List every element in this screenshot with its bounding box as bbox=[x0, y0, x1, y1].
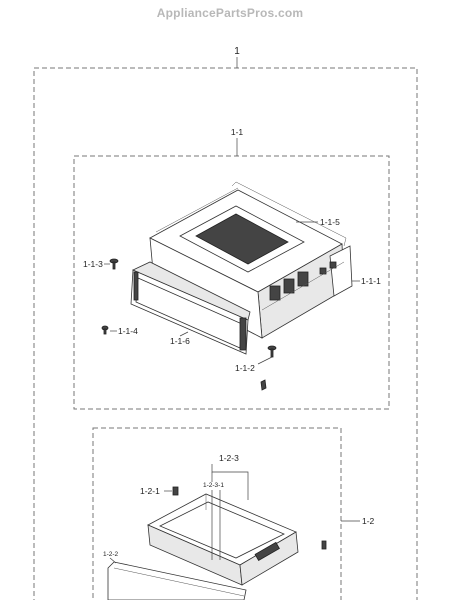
callout-1-2: 1-2 bbox=[362, 516, 375, 526]
bracket-hole-2 bbox=[329, 261, 337, 269]
callout-1-1-5: 1-1-5 bbox=[320, 217, 340, 227]
tray-right-wall bbox=[239, 531, 299, 586]
leader-1-2-2 bbox=[109, 557, 117, 564]
housing-top-opening bbox=[195, 213, 289, 265]
leveler-foot-1-1-2 bbox=[267, 345, 277, 358]
drawer-front-top bbox=[107, 561, 247, 600]
bracket-hole-1 bbox=[319, 267, 327, 275]
vent-1 bbox=[269, 285, 281, 301]
clip-1-2-1 bbox=[172, 486, 179, 496]
tray-inner bbox=[159, 501, 285, 559]
callout-1-2-3: 1-2-3 bbox=[219, 453, 239, 463]
side-screw bbox=[321, 540, 327, 550]
callout-1-2-1: 1-2-1 bbox=[140, 486, 160, 496]
housing-rear-rail bbox=[231, 181, 347, 247]
drawer-front-edge bbox=[113, 567, 245, 597]
drawer-housing bbox=[149, 181, 353, 339]
vent-2 bbox=[283, 278, 295, 294]
leader-1-1-6 bbox=[179, 331, 189, 337]
drawer-front-panel bbox=[107, 561, 247, 600]
callout-1-2-2: 1-2-2 bbox=[103, 551, 119, 558]
leader-1-2-3 bbox=[211, 464, 249, 500]
callout-1-1-2: 1-1-2 bbox=[235, 363, 255, 373]
front-panel-left-clip bbox=[133, 271, 139, 301]
leader-1-1-2 bbox=[257, 356, 273, 365]
callout-1-1-6: 1-1-6 bbox=[170, 336, 190, 346]
tray-handle-slot bbox=[254, 541, 280, 562]
callout-1-1-1: 1-1-1 bbox=[361, 276, 381, 286]
housing-seam bbox=[261, 261, 345, 311]
callout-1-1: 1-1 bbox=[231, 127, 244, 137]
callout-1: 1 bbox=[234, 46, 240, 57]
drawer-tray bbox=[147, 493, 299, 586]
screw-1-1-3 bbox=[109, 258, 119, 270]
screw-1-1-4 bbox=[101, 325, 109, 335]
front-panel-right-clip bbox=[239, 317, 247, 351]
subassembly-1-1-boundary bbox=[73, 155, 390, 410]
callout-1-1-4: 1-1-4 bbox=[118, 326, 138, 336]
housing-top-edge-line bbox=[155, 187, 239, 233]
side-bracket bbox=[329, 245, 353, 297]
subassembly-1-2-boundary bbox=[92, 427, 342, 600]
callout-1-2-3-1: 1-2-3-1 bbox=[203, 482, 224, 489]
front-panel-top-edge bbox=[132, 261, 251, 321]
front-panel-part bbox=[130, 261, 251, 355]
site-watermark: AppliancePartsPros.com bbox=[156, 6, 304, 20]
callout-1-1-3: 1-1-3 bbox=[83, 259, 103, 269]
small-clip bbox=[260, 379, 267, 391]
